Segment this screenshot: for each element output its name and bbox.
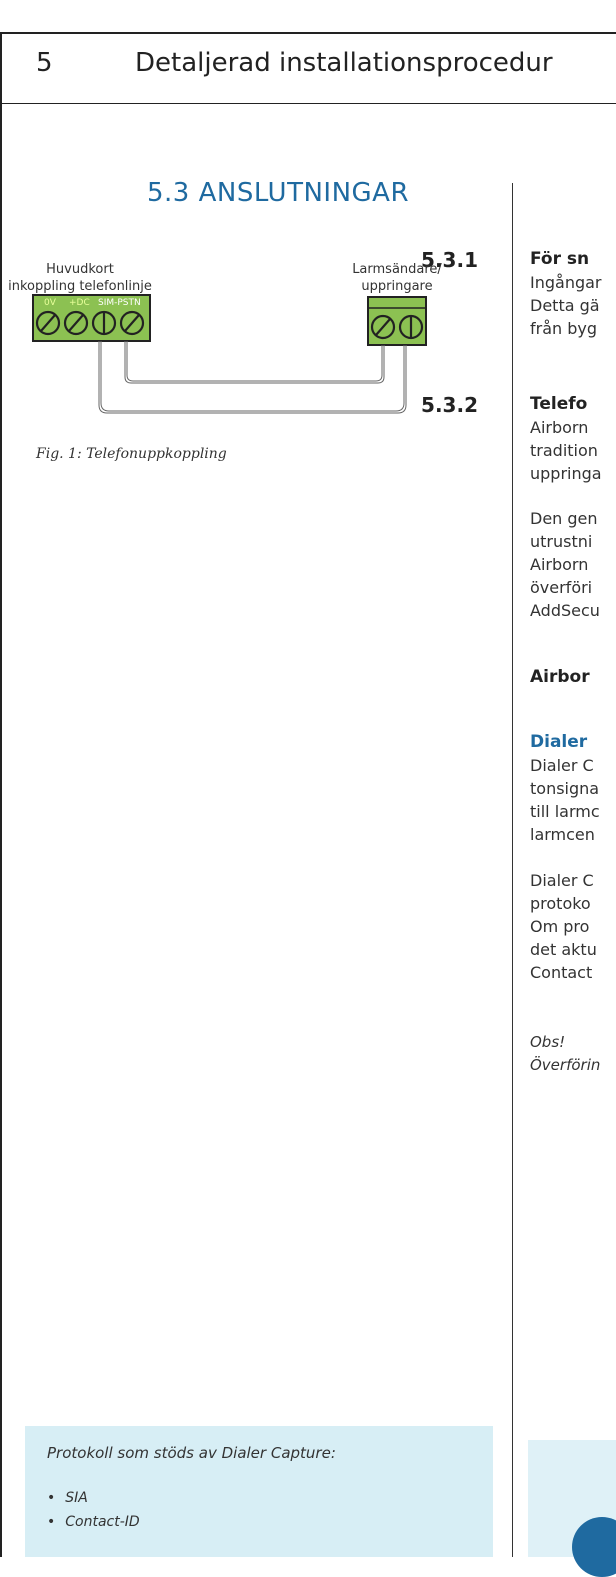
text-line: från byg <box>530 319 598 338</box>
text-line: larmcen <box>530 825 595 844</box>
chapter-title: Detaljerad installationsprocedur <box>135 48 553 78</box>
wire-outer <box>98 341 407 414</box>
note-title: Protokoll som stöds av Dialer Capture: <box>47 1444 336 1462</box>
terminal-label-dc: +DC <box>69 298 90 308</box>
text-line: tonsigna <box>530 779 600 798</box>
text-line: Contact <box>530 963 593 982</box>
subsection-heading-531: För sn <box>530 249 590 269</box>
dialer-heading: Dialer <box>530 732 588 752</box>
subsection-number-532: 5.3.2 <box>421 393 478 417</box>
subsection-number-531: 5.3.1 <box>421 248 478 272</box>
main-board-label-line2: inkoppling telefonlinje <box>8 279 152 294</box>
wire-inner <box>124 341 385 384</box>
transmitter-label-line1: Larmsändare/ <box>352 262 442 277</box>
obs-text: Överförin <box>530 1056 601 1074</box>
screw-terminal-icon <box>63 310 89 336</box>
text-line: Dialer C <box>530 756 594 775</box>
subsection-heading-532: Telefo <box>530 394 588 414</box>
screw-terminal-icon <box>91 310 117 336</box>
text-line: Den gen <box>530 509 598 528</box>
text-line: Airborn <box>530 555 589 574</box>
text-line: AddSecu <box>530 601 600 620</box>
screw-terminal-icon <box>370 314 396 340</box>
terminal-label-0v: 0V <box>44 298 57 308</box>
screw-terminal-icon <box>35 310 61 336</box>
text-line: överföri <box>530 578 593 597</box>
text-line: Om pro <box>530 917 590 936</box>
protocol-note-box: Protokoll som stöds av Dialer Capture: S… <box>25 1426 493 1557</box>
text-line: det aktu <box>530 940 597 959</box>
column-divider <box>512 183 513 1557</box>
obs-label: Obs! <box>530 1033 566 1051</box>
text-line: till larmc <box>530 802 600 821</box>
chapter-number: 5 <box>36 48 53 78</box>
terminal-label-sim: SIM-PSTN <box>98 298 141 308</box>
telephone-connection-diagram: Huvudkort inkoppling telefonlinje Larmsä… <box>8 262 442 414</box>
text-line: Detta gä <box>530 296 600 315</box>
screw-terminal-icon <box>119 310 145 336</box>
protocol-list: SIA Contact-ID <box>47 1486 140 1534</box>
top-border <box>0 32 616 34</box>
airborne-heading: Airbor <box>530 667 590 687</box>
figure-caption: Fig. 1: Telefonuppkoppling <box>36 446 227 462</box>
text-line: Dialer C <box>530 871 594 890</box>
transmitter-label-line2: uppringare <box>361 279 432 294</box>
section-title: 5.3 ANSLUTNINGAR <box>147 178 410 208</box>
main-board-label-line1: Huvudkort <box>46 262 114 277</box>
text-line: Ingångar <box>530 273 602 292</box>
list-item: SIA <box>47 1486 140 1510</box>
text-line: tradition <box>530 441 598 460</box>
text-line: Airborn <box>530 418 589 437</box>
header-divider <box>0 103 616 104</box>
list-item: Contact-ID <box>47 1510 139 1534</box>
text-line: utrustni <box>530 532 593 551</box>
left-border <box>0 32 2 1557</box>
screw-terminal-icon <box>398 314 424 340</box>
text-line: protoko <box>530 894 591 913</box>
text-line: uppringa <box>530 464 602 483</box>
